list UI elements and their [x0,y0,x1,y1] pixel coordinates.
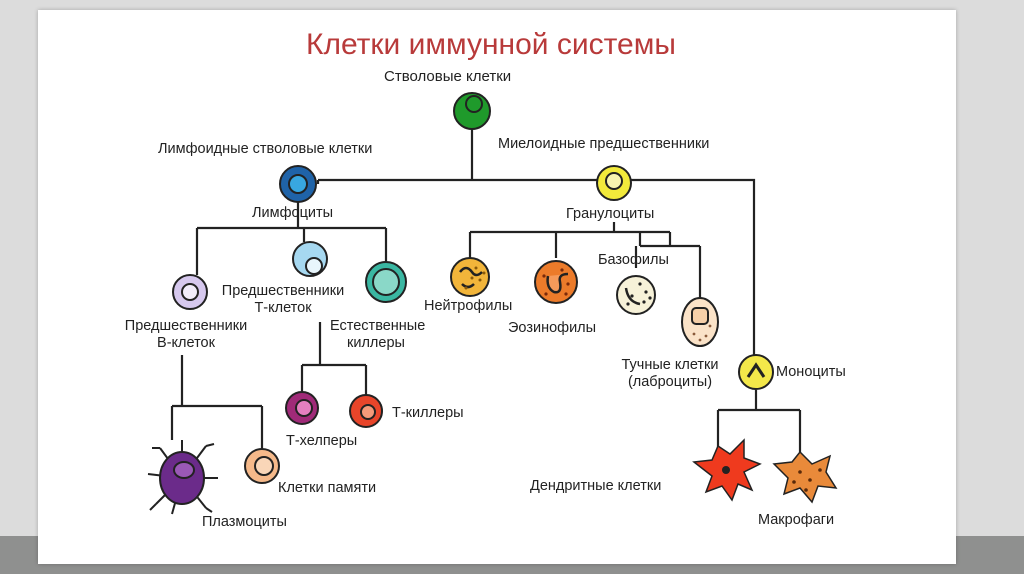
t-helpers-label: Т-хелперы [286,433,358,449]
neutrophils-label: Нейтрофилы [424,298,513,314]
stem-cells-label: Стволовые клетки [384,68,512,85]
eosinophil-icon [534,260,578,304]
neutrophil-icon [450,257,490,297]
dendritic-cell-icon [692,438,762,502]
macrophages-label: Макрофаги [758,512,835,528]
t-killers-label: Т-киллеры [392,405,464,421]
memory-cell-icon [244,448,280,484]
monocytes-label: Моноциты [776,364,846,380]
granulocytes-label: Гранулоциты [566,206,655,222]
t-precursors-line1: Предшественники [221,283,345,299]
myeloid-precursors-label: Миелоидные предшественники [498,136,710,152]
dendritic-cells-label: Дендритные клетки [530,478,662,494]
stem-cell-icon [453,92,491,130]
diagram-title: Клетки иммунной системы [306,28,676,61]
natural-killer-icon [365,261,407,303]
b-precursors-line2: В-клеток [157,335,215,351]
mast-cell-icon [681,297,719,347]
t-killer-icon [349,394,383,428]
memory-cells-label: Клетки памяти [278,480,377,496]
t-helper-icon [285,391,319,425]
b-precursor-icon [172,274,208,310]
b-precursors-label: Предшественники В-клеток [120,318,252,352]
basophil-icon [616,275,656,315]
macrophage-icon [772,450,838,504]
mast-cells-line2: (лаброциты) [627,374,713,390]
b-precursors-line1: Предшественники [124,318,248,334]
t-precursors-line2: Т-клеток [254,300,312,316]
monocyte-icon [738,354,774,390]
natural-killers-label: Естественные киллеры [330,318,426,352]
lymphoid-stem-cell-icon [279,165,317,203]
lymphoid-stem-label: Лимфоидные стволовые клетки [158,141,373,157]
basophils-label: Базофилы [598,252,669,268]
mast-cells-line1: Тучные клетки [621,357,719,373]
plasmocytes-label: Плазмоциты [202,514,287,530]
mast-cells-label: Тучные клетки (лаброциты) [604,357,736,391]
eosinophils-label: Эозинофилы [508,320,597,336]
plasmocyte-icon [147,440,218,515]
t-precursor-icon [292,241,328,277]
myeloid-precursor-icon [596,165,632,201]
natural-killers-line1: Естественные [330,318,426,334]
natural-killers-line2: киллеры [347,335,405,351]
lymphocytes-label: Лимфоциты [252,205,334,221]
t-precursors-label: Предшественники Т-клеток [208,283,358,317]
